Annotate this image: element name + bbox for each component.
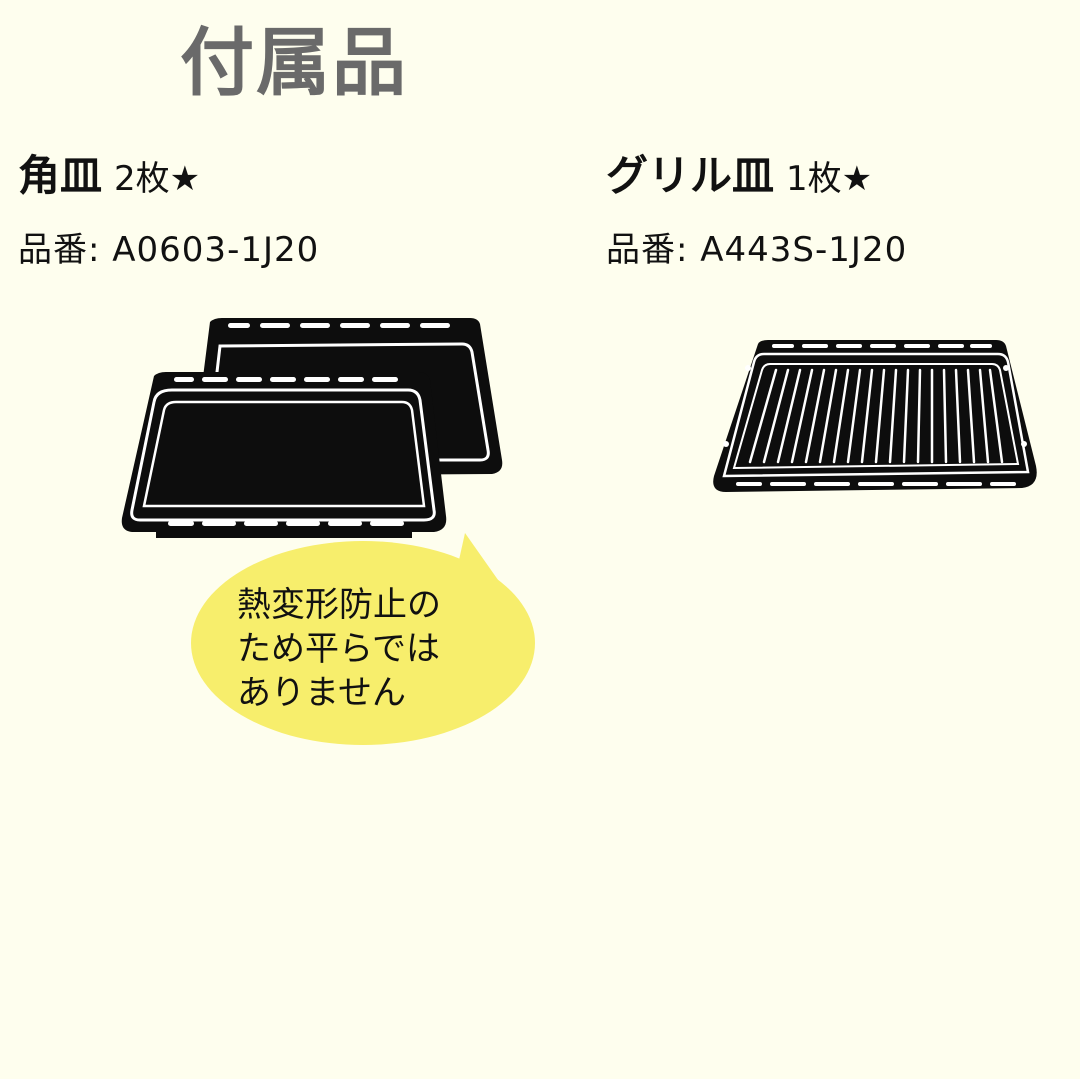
item-square-pan-quantity: 2枚★ [114,159,201,199]
item-grill-pan-name: グリル皿 [606,151,775,200]
front-pan [121,372,447,538]
part-number-label: 品番: [606,230,689,270]
part-number-value: A443S-1J20 [700,230,908,270]
callout-text: 熱変形防止の ため平らでは ありません [237,583,441,715]
page-title: 付属品 [180,20,408,106]
callout-line: 熱変形防止の [237,585,441,625]
square-pan-illustration [110,310,520,550]
part-number-value: A0603-1J20 [112,230,320,270]
item-square-pan-heading: 角皿 2枚★ [18,150,200,202]
grill-pan-illustration [706,336,1046,500]
item-grill-pan-part: 品番: A443S-1J20 [606,222,907,271]
item-square-pan-name: 角皿 [18,151,103,200]
item-square-pan-part: 品番: A0603-1J20 [18,222,319,271]
speech-bubble: 熱変形防止の ため平らでは ありません [185,525,545,755]
callout-line: ありません [237,673,406,713]
item-grill-pan-quantity: 1枚★ [786,159,873,199]
callout-line: ため平らでは [237,629,440,669]
item-grill-pan-heading: グリル皿 1枚★ [606,150,872,202]
part-number-label: 品番: [18,230,101,270]
